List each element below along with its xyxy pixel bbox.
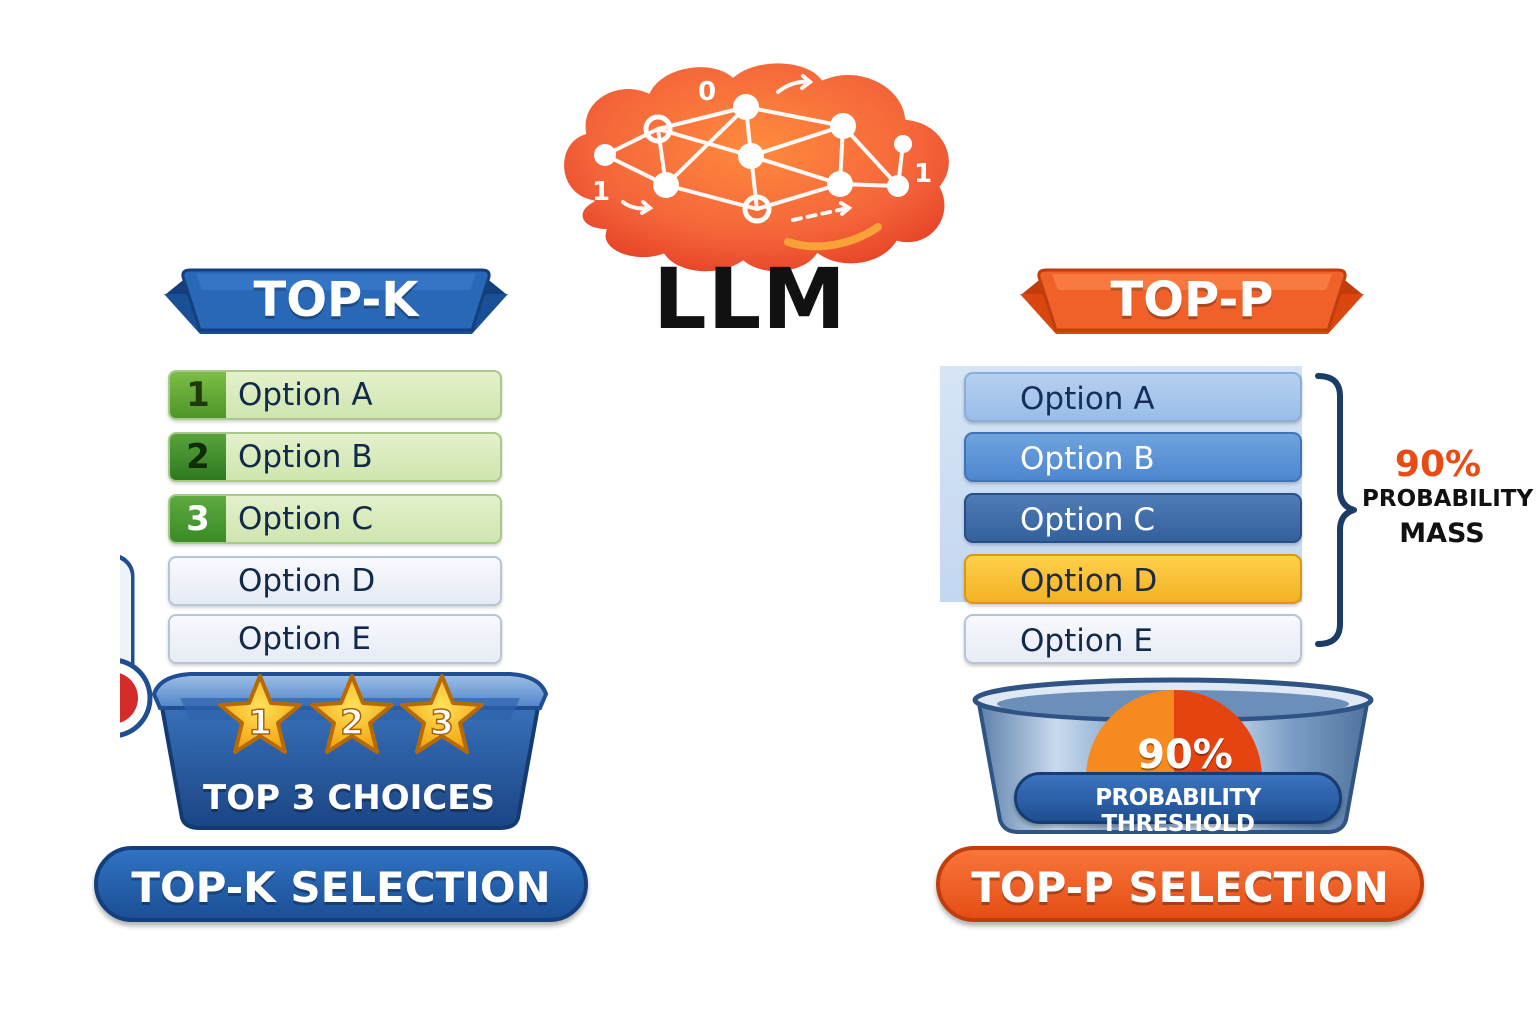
top-p-option-d: Option D xyxy=(964,554,1302,604)
star-icon xyxy=(218,674,302,754)
option-label: Option A xyxy=(1020,381,1155,417)
top-3-choices-label: TOP 3 CHOICES xyxy=(203,778,495,818)
option-label: Option D xyxy=(238,563,376,599)
brain-glyph-left: 1 xyxy=(592,177,610,207)
top-p-selection-pill: TOP-P SELECTION xyxy=(936,846,1424,922)
brain-glyph-right: 1 xyxy=(914,159,932,189)
star-icon xyxy=(400,674,484,754)
star-number-3: 3 xyxy=(430,703,454,743)
top-p-banner: TOP-P xyxy=(1018,264,1366,336)
probability-mass-line2: MASS xyxy=(1399,518,1485,549)
top-p-option-a: Option A xyxy=(964,372,1302,422)
star-icon xyxy=(310,674,394,754)
rank-badge: 3 xyxy=(170,496,226,542)
option-label: Option E xyxy=(238,621,371,657)
option-label: Option C xyxy=(238,501,373,537)
probability-threshold-label: PROBABILITY THRESHOLD xyxy=(1095,785,1261,837)
star-number-2: 2 xyxy=(340,703,364,743)
option-label: Option B xyxy=(1020,441,1155,477)
top-p-option-c: Option C xyxy=(964,493,1302,543)
star-number-1: 1 xyxy=(248,703,272,743)
probability-threshold-pill: PROBABILITY THRESHOLD xyxy=(1014,772,1342,837)
top-k-banner-label: TOP-K xyxy=(253,272,419,328)
top-k-selection-label: TOP-K SELECTION xyxy=(131,863,551,912)
top-k-selection-pill: TOP-K SELECTION xyxy=(94,846,588,922)
thermometer-icon xyxy=(120,554,153,738)
rank-badge: 1 xyxy=(170,372,226,418)
top-p-option-e: Option E xyxy=(964,614,1302,664)
top-p-option-b: Option B xyxy=(964,432,1302,482)
option-label: Option C xyxy=(1020,502,1155,538)
top-k-option-e: Option E xyxy=(168,614,502,664)
top-p-banner-label: TOP-P xyxy=(1110,272,1274,328)
threshold-percent: 90% xyxy=(1137,732,1233,778)
probability-mass-line1: PROBABILITY xyxy=(1362,486,1534,512)
bracket-icon xyxy=(1315,373,1357,647)
rank-badge: 2 xyxy=(170,434,226,480)
option-label: Option E xyxy=(1020,623,1153,659)
top-k-banner: TOP-K xyxy=(162,264,510,336)
top-p-selection-label: TOP-P SELECTION xyxy=(971,863,1389,912)
top-k-option-c: 3 Option C xyxy=(168,494,502,544)
top-k-option-d: Option D xyxy=(168,556,502,606)
option-label: Option D xyxy=(1020,563,1158,599)
probability-mass-percent: 90% xyxy=(1394,444,1482,485)
brain-glyph-top: 0 xyxy=(698,77,716,107)
top-k-option-b: 2 Option B xyxy=(168,432,502,482)
top-k-basket: 1 2 3 xyxy=(120,554,549,830)
llm-title: LLM xyxy=(653,250,847,348)
option-label: Option A xyxy=(238,377,373,413)
brain-icon: 0 1 1 xyxy=(558,57,955,278)
option-label: Option B xyxy=(238,439,373,475)
top-k-option-a: 1 Option A xyxy=(168,370,502,420)
